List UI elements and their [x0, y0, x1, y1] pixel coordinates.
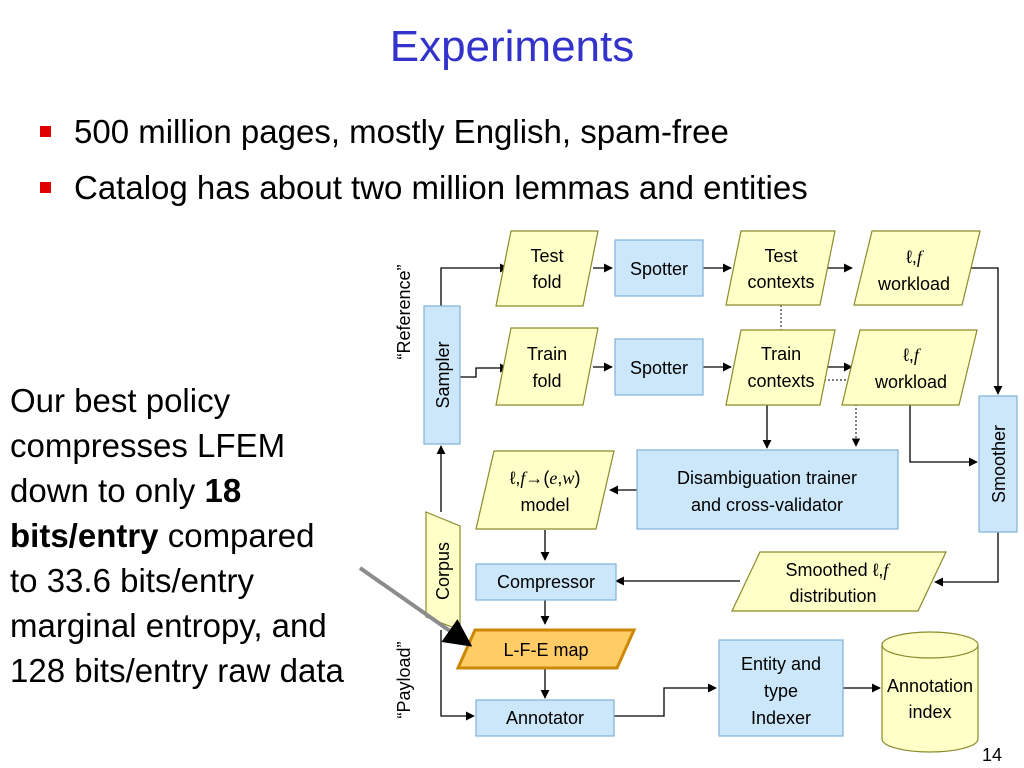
- bullet-list: 500 million pages, mostly English, spam-…: [38, 104, 808, 216]
- sampler-box: Sampler: [423, 305, 461, 445]
- lfe-map-box: L-F-E map: [455, 628, 637, 670]
- test-contexts-label-line1: Test: [764, 246, 797, 266]
- bullet-square-icon: [40, 182, 51, 193]
- train-contexts-label-line2: contexts: [747, 371, 814, 391]
- workload-symbol: ℓ,f: [906, 247, 925, 267]
- annotator-box: Annotator: [475, 699, 615, 737]
- train-contexts-box: Train contexts: [725, 329, 836, 406]
- side-note-highlight: 18 bits/entry: [10, 472, 242, 554]
- bullet-text: 500 million pages, mostly English, spam-…: [74, 113, 729, 150]
- compressor-box: Compressor: [475, 563, 617, 601]
- workload-symbol: ℓ,f: [903, 345, 922, 365]
- arrow-train-workload-to-smoother: [909, 405, 978, 467]
- bullet-square-icon: [40, 126, 51, 137]
- model-symbol: ℓ,f→(e,w): [510, 468, 581, 488]
- corpus-box: Corpus: [425, 511, 461, 631]
- smoothed-label-line1: Smoothed ℓ,f: [786, 560, 892, 580]
- smoother-label: Smoother: [989, 425, 1009, 503]
- train-fold-box: Train fold: [495, 327, 599, 406]
- train-fold-label-line2: fold: [532, 371, 561, 391]
- test-fold-label-line1: Test: [530, 246, 563, 266]
- test-fold-box: Test fold: [495, 230, 599, 307]
- arrow-annotator-to-indexer: [614, 683, 717, 717]
- smoothed-distribution-box: Smoothed ℓ,f distribution: [731, 551, 947, 612]
- annotation-index-cylinder: Annotation index: [881, 631, 979, 753]
- indexer-label-line3: Indexer: [751, 708, 811, 728]
- model-box: ℓ,f→(e,w) model: [475, 450, 615, 530]
- workload-label: workload: [877, 274, 950, 294]
- annotation-index-label-line1: Annotation: [887, 676, 973, 696]
- corpus-label: Corpus: [433, 542, 453, 600]
- entity-indexer-box: Entity and type Indexer: [718, 639, 844, 737]
- smoothed-label-line2: distribution: [789, 586, 876, 606]
- trainer-label-line2: and cross-validator: [691, 495, 843, 515]
- annotation-index-label-line2: index: [908, 702, 951, 722]
- arrow-corpus-to-annotator: [440, 630, 475, 721]
- smoother-box: Smoother: [978, 395, 1018, 533]
- arrow-sampler-to-train-fold: [460, 363, 509, 378]
- test-contexts-box: Test contexts: [725, 230, 836, 306]
- bullet-text: Catalog has about two million lemmas and…: [74, 169, 808, 206]
- slide-title: Experiments: [389, 22, 635, 71]
- annotator-label: Annotator: [506, 708, 584, 728]
- bullet-item: 500 million pages, mostly English, spam-…: [38, 104, 808, 160]
- model-label: model: [520, 495, 569, 515]
- connector-lines: [436, 263, 1003, 721]
- lfe-map-label: L-F-E map: [503, 640, 588, 660]
- train-contexts-label-line1: Train: [761, 344, 801, 364]
- train-fold-label-line1: Train: [527, 344, 567, 364]
- train-workload-box: ℓ,f workload: [841, 329, 978, 406]
- side-note-text: Our best policy compresses LFEM down to …: [10, 382, 286, 509]
- side-note-text: compared to 33.6 bits/entry marginal ent…: [10, 517, 344, 689]
- payload-label: “Payload”: [394, 641, 414, 718]
- workload-label: workload: [874, 372, 947, 392]
- bullet-item: Catalog has about two million lemmas and…: [38, 160, 808, 216]
- pointer-arrow: [358, 566, 473, 647]
- spotter-label: Spotter: [630, 259, 688, 279]
- sampler-label: Sampler: [433, 341, 453, 408]
- indexer-label-line2: type: [764, 681, 798, 701]
- reference-label: “Reference”: [394, 264, 414, 359]
- indexer-label-line1: Entity and: [741, 654, 821, 674]
- arrow-test-workload-to-smoother: [962, 267, 1003, 395]
- side-note: Our best policy compresses LFEM down to …: [10, 378, 350, 693]
- trainer-label-line1: Disambiguation trainer: [677, 468, 857, 488]
- test-workload-box: ℓ,f workload: [853, 230, 981, 306]
- spotter-box-test: Spotter: [614, 239, 704, 297]
- disambiguation-trainer-box: Disambiguation trainer and cross-validat…: [636, 449, 899, 530]
- page-number: 14: [981, 745, 1002, 765]
- spotter-label: Spotter: [630, 358, 688, 378]
- compressor-label: Compressor: [497, 572, 595, 592]
- arrow-sampler-to-test-fold: [440, 263, 509, 306]
- test-fold-label-line2: fold: [532, 272, 561, 292]
- test-contexts-label-line2: contexts: [747, 272, 814, 292]
- spotter-box-train: Spotter: [614, 338, 704, 396]
- arrow-smoother-to-distribution: [934, 532, 999, 587]
